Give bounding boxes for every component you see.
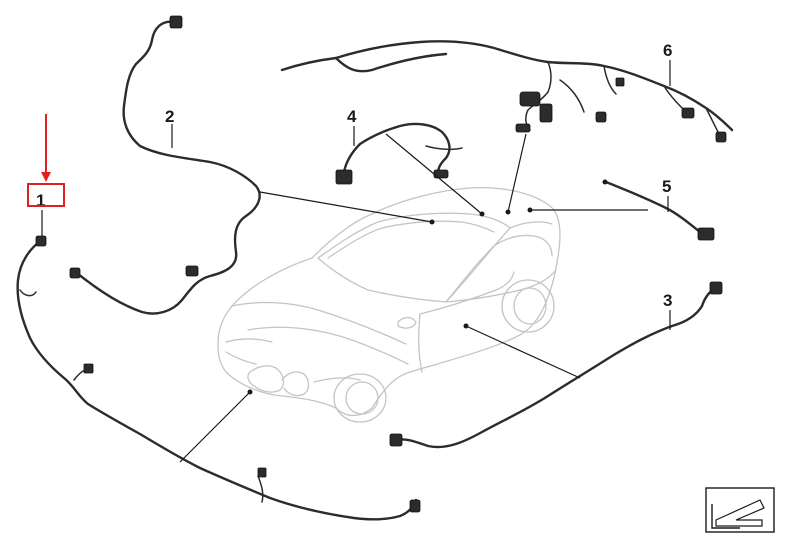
harness-6 — [280, 40, 734, 143]
connector — [539, 103, 553, 123]
connector — [515, 123, 531, 133]
leader-line-3b — [465, 325, 581, 379]
callout-3[interactable]: 3 — [663, 291, 672, 310]
leader-line-2b — [259, 191, 433, 223]
callout-1[interactable]: 1 — [36, 191, 45, 210]
callout-6[interactable]: 6 — [663, 41, 672, 60]
highlight-box — [27, 183, 65, 207]
connector — [433, 169, 449, 179]
leader-lines — [41, 60, 671, 463]
highlight-arrow-icon — [41, 172, 51, 182]
connector — [83, 363, 94, 374]
connector — [681, 107, 695, 119]
connector — [519, 91, 541, 107]
harness-1 — [16, 235, 421, 521]
connector — [615, 77, 625, 87]
connector — [69, 267, 81, 279]
callout-numbers: 1 2 3 4 5 6 — [36, 41, 672, 310]
direction-arrow-icon — [705, 487, 775, 533]
connector — [169, 15, 183, 29]
connector — [257, 467, 267, 478]
harness-3 — [389, 281, 723, 449]
highlight-marker — [27, 114, 65, 207]
connector — [35, 235, 47, 247]
leader-line-4b — [385, 133, 483, 215]
connector — [409, 499, 421, 513]
connector — [185, 265, 199, 277]
leader-line-6b — [507, 133, 527, 213]
connector — [389, 433, 403, 447]
harness-4 — [335, 122, 463, 185]
connector — [697, 227, 715, 241]
callout-2[interactable]: 2 — [165, 107, 174, 126]
leader-line-1b — [179, 391, 251, 463]
callout-4[interactable]: 4 — [347, 107, 357, 126]
connector — [335, 169, 353, 185]
connector — [595, 111, 607, 123]
harness-5 — [602, 179, 715, 241]
connector — [709, 281, 723, 295]
connector — [715, 131, 727, 143]
callout-5[interactable]: 5 — [662, 177, 671, 196]
harness-2 — [69, 15, 261, 315]
car-outline — [217, 186, 561, 423]
